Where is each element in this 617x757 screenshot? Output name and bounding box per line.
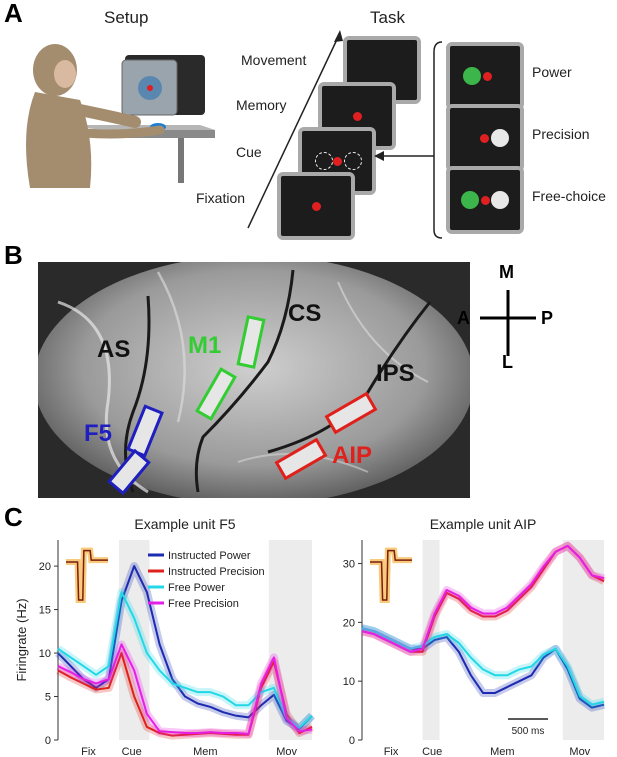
- chart-title: Example unit AIP: [430, 516, 537, 532]
- monkey-setup-illustration: [26, 44, 215, 188]
- waveform-line: [370, 549, 412, 601]
- setup-title: Setup: [104, 8, 149, 27]
- monkey-body: [26, 92, 92, 188]
- epoch-label: Fix: [81, 746, 96, 757]
- table-surface: [70, 125, 215, 130]
- label-ips: IPS: [376, 360, 415, 387]
- stage-cue: Cue: [236, 144, 262, 160]
- screen-free-choice: [446, 166, 524, 234]
- epoch-label: Mem: [193, 746, 217, 757]
- task-title: Task: [370, 8, 405, 27]
- series-line-0: [57, 565, 313, 730]
- epoch-label: Mov: [276, 746, 297, 757]
- legend-label: Instructed Precision: [168, 566, 265, 578]
- cue-bracket: [374, 41, 443, 239]
- legend-label: Free Precision: [168, 598, 239, 610]
- scale-bar-label: 500 ms: [512, 726, 545, 737]
- brain-photo: [38, 262, 470, 498]
- intraparietal-sulcus: [267, 301, 432, 454]
- epoch-label: Fix: [384, 746, 399, 757]
- y-tick-label: 20: [39, 561, 51, 573]
- cue-power-label: Power: [532, 64, 572, 80]
- cue-free-choice-label: Free-choice: [532, 188, 606, 204]
- waveform-band: [370, 547, 412, 603]
- stage-movement: Movement: [241, 52, 307, 68]
- legend-label: Instructed Power: [168, 550, 251, 562]
- epoch-shade: [268, 540, 312, 740]
- chart-title: Example unit F5: [134, 516, 235, 532]
- array-m1-upper: [236, 315, 266, 369]
- y-tick-label: 0: [349, 735, 355, 747]
- fixation-dot: [353, 112, 362, 121]
- array-f5-lower: [107, 448, 151, 496]
- waveform-band: [66, 547, 108, 603]
- series-line-1: [57, 652, 313, 737]
- label-as: AS: [97, 336, 131, 363]
- monkey-arm: [64, 102, 141, 128]
- screen-fixation: [277, 172, 355, 240]
- label-f5: F5: [84, 420, 113, 447]
- central-sulcus: [194, 269, 295, 493]
- compass-posterior: P: [541, 308, 554, 328]
- y-tick-label: 30: [343, 559, 355, 571]
- array-aip-lower: [274, 437, 328, 481]
- target-outline-right: [344, 152, 362, 170]
- compass-anterior: A: [457, 308, 470, 328]
- compass-lateral: L: [502, 352, 513, 372]
- screen-power: [446, 42, 524, 110]
- legend-label: Free Power: [168, 582, 225, 594]
- panel-letter-c: C: [4, 502, 23, 532]
- screen-precision: [446, 104, 524, 172]
- target-outline-left: [315, 152, 333, 170]
- table-leg: [178, 138, 184, 183]
- label-aip: AIP: [332, 442, 373, 469]
- array-m1-lower: [195, 367, 237, 421]
- fixation-dot: [312, 202, 321, 211]
- y-tick-label: 5: [45, 692, 51, 704]
- waveform-line: [66, 549, 108, 601]
- cue-precision-label: Precision: [532, 126, 590, 142]
- y-tick-label: 20: [343, 617, 355, 629]
- y-tick-label: 15: [39, 605, 51, 617]
- label-cs: CS: [288, 300, 322, 327]
- epoch-label: Mem: [490, 746, 514, 757]
- epoch-label: Cue: [122, 746, 142, 757]
- series-line-2: [57, 591, 313, 729]
- stage-memory: Memory: [236, 97, 287, 113]
- compass-medial: M: [499, 262, 514, 282]
- y-tick-label: 10: [343, 676, 355, 688]
- y-tick-label: 0: [45, 735, 51, 747]
- epoch-label: Mov: [569, 746, 590, 757]
- y-axis-label: Firingrate (Hz): [14, 598, 29, 681]
- fixation-dot: [333, 157, 342, 166]
- panel-letter-a: A: [4, 0, 23, 28]
- array-aip-upper: [324, 391, 378, 435]
- label-m1: M1: [188, 332, 222, 359]
- series-line-2: [361, 627, 605, 706]
- y-tick-label: 10: [39, 648, 51, 660]
- panel-letter-b: B: [4, 240, 23, 270]
- orientation-compass: [480, 290, 536, 356]
- series-line-3: [361, 544, 605, 653]
- series-line-3: [57, 643, 313, 735]
- time-arrow: [247, 30, 343, 229]
- stage-fixation: Fixation: [196, 190, 246, 206]
- epoch-label: Cue: [422, 746, 442, 757]
